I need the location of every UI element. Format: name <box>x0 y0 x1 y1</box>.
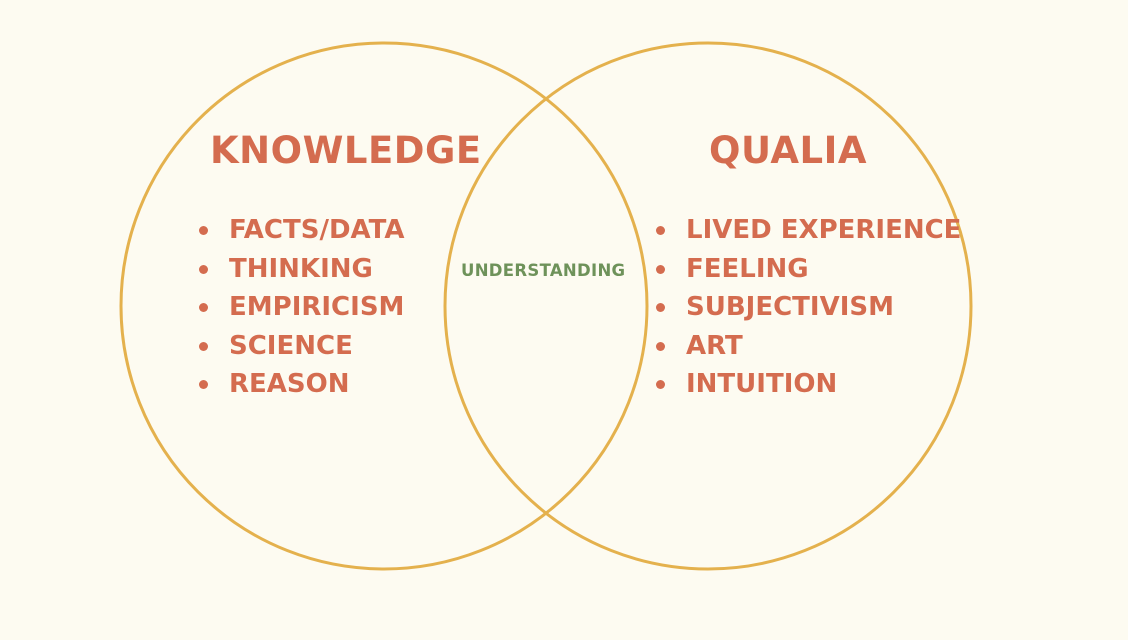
qualia-item-label: SUBJECTIVISM <box>686 292 894 322</box>
qualia-item-label: ART <box>686 330 743 361</box>
knowledge-title: KNOWLEDGE <box>210 129 482 172</box>
bullet-icon <box>656 380 665 389</box>
bullet-icon <box>199 380 208 389</box>
knowledge-item: THINKING <box>199 250 404 289</box>
bullet-icon <box>656 341 665 351</box>
qualia-item: LIVED EXPERIENCE <box>656 211 961 250</box>
knowledge-item-label: SCIENCE <box>229 330 353 361</box>
knowledge-item-label: EMPIRICISM <box>229 292 405 322</box>
qualia-circle <box>443 41 973 571</box>
knowledge-item: SCIENCE <box>199 327 404 366</box>
understanding-label: UNDERSTANDING <box>461 261 626 280</box>
qualia-item: FEELING <box>656 250 961 289</box>
qualia-item-label: FEELING <box>686 253 809 284</box>
knowledge-circle <box>119 41 649 571</box>
qualia-item: ART <box>656 327 961 366</box>
qualia-item-label: LIVED EXPERIENCE <box>686 215 962 245</box>
qualia-item: INTUITION <box>656 365 961 404</box>
bullet-icon <box>656 303 665 312</box>
bullet-icon <box>656 264 665 274</box>
qualia-item: SUBJECTIVISM <box>656 288 961 327</box>
bullet-icon <box>199 303 208 312</box>
knowledge-item-label: FACTS/DATA <box>229 215 405 245</box>
bullet-icon <box>199 264 208 274</box>
knowledge-item-label: THINKING <box>229 253 373 284</box>
qualia-title: QUALIA <box>709 129 867 172</box>
knowledge-item: FACTS/DATA <box>199 211 404 250</box>
knowledge-list: FACTS/DATA THINKING EMPIRICISM SCIENCE R… <box>199 211 404 404</box>
knowledge-item-label: REASON <box>229 369 350 399</box>
qualia-list: LIVED EXPERIENCE FEELING SUBJECTIVISM AR… <box>656 211 961 404</box>
bullet-icon <box>656 226 665 235</box>
bullet-icon <box>199 341 208 351</box>
bullet-icon <box>199 226 208 235</box>
knowledge-item: EMPIRICISM <box>199 288 404 327</box>
knowledge-item: REASON <box>199 365 404 404</box>
qualia-item-label: INTUITION <box>686 369 838 399</box>
